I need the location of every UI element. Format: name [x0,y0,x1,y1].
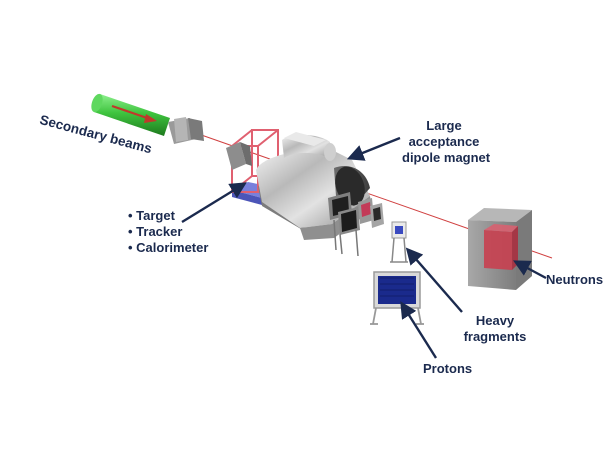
heavy-fragments-label-line-2: fragments [463,329,527,344]
dipole-magnet-label-line-2: acceptance [408,134,480,149]
proton-wall [370,271,424,325]
dipole-magnet-label-line-3: dipole magnet [402,150,491,165]
dipole-magnet-label: Large acceptance dipole magnet [402,118,491,166]
magnet-arrow [346,136,401,161]
annotation-arrows [181,136,547,359]
beam-monitor-boxes [168,117,204,144]
heavy-fragments-arrow [405,247,463,313]
dipole-magnet-label-line-1: Large [426,118,462,133]
inner-detectors-arrow [181,182,247,224]
neutrons-arrow [513,260,547,280]
neutron-detector [468,208,532,290]
secondary-beam-pipe [91,93,170,136]
inner-detectors-item-calorimeter: • Calorimeter [128,240,209,255]
inner-detectors-item-tracker: • Tracker [128,224,183,239]
inner-detectors-item-target: • Target [128,208,175,223]
heavy-fragments-label: Heavy fragments [458,313,532,345]
protons-label: Protons [423,361,473,376]
beam-direction-arrow [111,104,151,121]
neutrons-label: Neutrons [546,272,604,287]
heavy-fragments-label-line-1: Heavy [475,313,515,328]
inner-detectors-list: • Target • Tracker • Calorimeter [128,208,208,256]
heavy-fragment-detector [390,221,408,263]
drift-chambers [328,192,384,257]
protons-arrow [400,301,438,359]
